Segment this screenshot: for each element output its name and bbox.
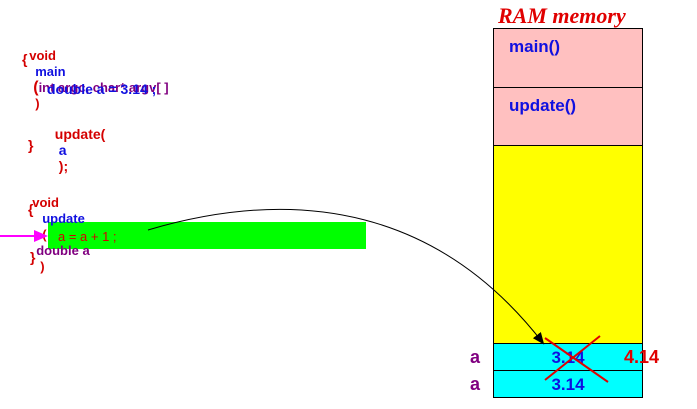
- main-close-paren: ): [35, 96, 40, 111]
- update-function-name: update: [42, 211, 85, 226]
- stack-frame-update-label: update(): [509, 96, 577, 115]
- main-var-cell: 3.14: [493, 370, 643, 398]
- main-var-value: 3.14: [551, 375, 585, 394]
- update-params: double a: [36, 243, 90, 258]
- update-statement: a = a + 1 ;: [58, 229, 117, 244]
- main-open-brace: {: [22, 51, 28, 67]
- main-signature: void main (int argc, char* argv[ ] ): [22, 32, 169, 112]
- main-function-name: main: [35, 64, 66, 79]
- stack-frame-main-label: main(): [509, 37, 560, 56]
- current-line-highlight: [48, 222, 366, 249]
- update-call-tail: );: [58, 158, 69, 174]
- update-close-paren: ): [40, 259, 45, 274]
- update-signature: void update ( double a ): [25, 179, 90, 275]
- update-call-fn: update(: [54, 126, 106, 142]
- main-var-name: a: [470, 374, 481, 394]
- stack-frame-update: update(): [493, 87, 643, 146]
- update-call-arg: a: [58, 142, 67, 158]
- update-var-name: a: [470, 347, 481, 367]
- execution-pointer-arrow: [0, 230, 48, 242]
- update-close-brace: }: [30, 249, 36, 265]
- main-void-keyword: void: [29, 48, 56, 63]
- old-value-cross: [544, 335, 609, 383]
- main-close-brace: }: [28, 137, 34, 153]
- update-var-old-value: 3.14: [551, 348, 585, 367]
- ram-memory-title: RAM memory: [498, 3, 626, 28]
- stack-frame-main: main(): [493, 28, 643, 88]
- main-open-paren: (: [33, 79, 39, 96]
- main-declaration: double a = 3.14 ;: [47, 81, 157, 97]
- update-var-new-value: 4.14: [624, 347, 660, 367]
- update-void-keyword: void: [32, 195, 59, 210]
- main-params: int argc, char* argv[ ]: [38, 80, 169, 95]
- assignment-arrow: [147, 209, 545, 345]
- update-open-brace: {: [28, 201, 34, 217]
- update-call: update( a );: [47, 110, 106, 174]
- free-memory-region: [493, 145, 643, 344]
